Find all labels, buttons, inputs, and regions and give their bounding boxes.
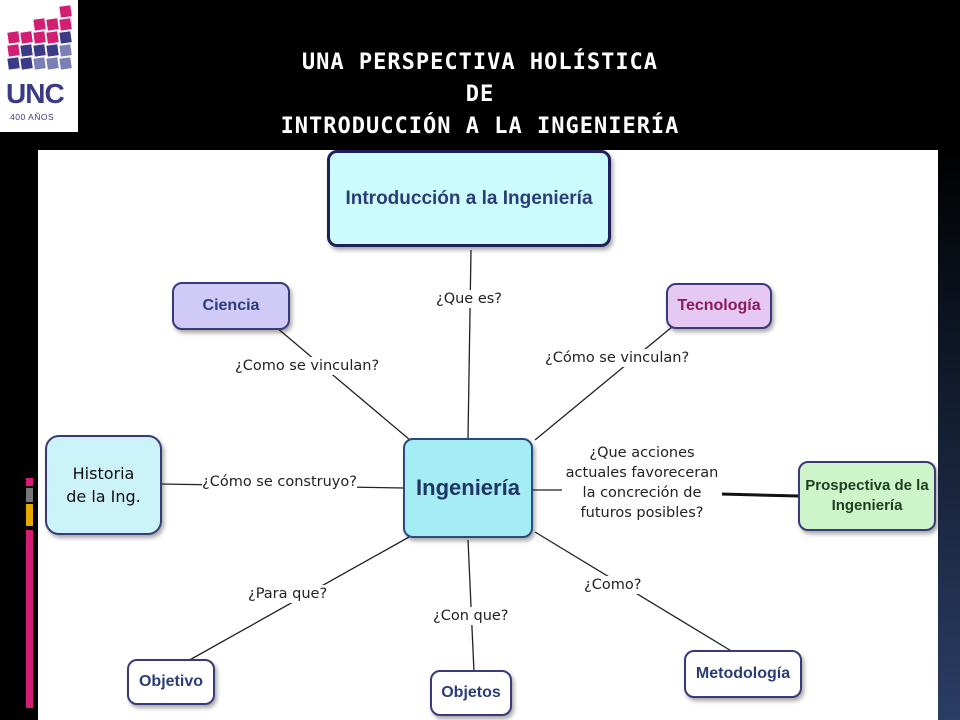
- logo-subtitle: 400 AÑOS: [10, 112, 55, 122]
- logo-square: [46, 18, 59, 31]
- logo-text: UNC: [6, 78, 65, 109]
- node-ingenieria-label: Ingeniería: [416, 475, 520, 500]
- logo-square: [46, 31, 59, 44]
- unc-logo-squares: [7, 5, 72, 70]
- slide-background-gradient: [938, 150, 960, 720]
- node-objetos: Objetos: [430, 670, 512, 716]
- node-ciencia-label: Ciencia: [202, 297, 260, 314]
- node-ingenieria: Ingeniería: [403, 438, 533, 538]
- node-objetivo: Objetivo: [127, 659, 215, 705]
- connector-prospectiva-b: [720, 492, 799, 498]
- title-line-2: DE: [465, 82, 495, 107]
- concept-map: Introducción a la Ingeniería Ciencia Tec…: [38, 150, 938, 720]
- logo-square: [46, 44, 59, 57]
- edge-label-como-se-construyo: ¿Cómo se construyo?: [202, 473, 357, 491]
- node-objetos-label: Objetos: [441, 684, 501, 701]
- unc-logo: UNC 400 AÑOS: [0, 0, 78, 132]
- logo-square: [7, 57, 20, 70]
- logo-square: [46, 57, 59, 70]
- logo-square: [59, 31, 72, 44]
- node-tecnologia-label: Tecnología: [677, 297, 761, 314]
- logo-square: [20, 31, 33, 44]
- logo-square: [33, 44, 46, 57]
- node-introduccion-label: Introducción a la Ingeniería: [345, 187, 593, 209]
- edge-label-que-acciones: ¿Que acciones actuales favoreceran la co…: [562, 443, 722, 523]
- edge-label-con-que: ¿Con que?: [433, 607, 509, 625]
- node-historia: Historia de la Ing.: [45, 435, 162, 535]
- connector-que-es: [467, 249, 472, 439]
- edge-label-como-se-vinculan-tecnologia: ¿Cómo se vinculan?: [545, 349, 690, 367]
- node-objetivo-label: Objetivo: [138, 673, 203, 690]
- accent-bar-gold: [26, 504, 33, 526]
- node-historia-label: Historia de la Ing.: [66, 464, 141, 506]
- connector-objetos: [467, 539, 475, 673]
- node-metodologia: Metodología: [684, 650, 802, 698]
- logo-square: [20, 44, 33, 57]
- edge-label-para-que: ¿Para que?: [248, 585, 328, 603]
- edge-label-que-es: ¿Que es?: [436, 290, 503, 308]
- accent-bar-gray: [26, 488, 33, 502]
- node-prospectiva-label: Prospectiva de la Ingeniería: [805, 477, 929, 514]
- accent-bar-long: [26, 530, 33, 708]
- node-metodologia-label: Metodología: [695, 665, 791, 682]
- logo-square: [33, 18, 46, 31]
- node-ciencia: Ciencia: [172, 282, 290, 330]
- edge-label-como: ¿Como?: [584, 576, 642, 594]
- logo-square: [59, 18, 72, 31]
- logo-square: [59, 5, 72, 18]
- connector-tecnologia: [534, 321, 679, 441]
- title-line-3: INTRODUCCIÓN A LA INGENIERÍA: [280, 114, 680, 139]
- edge-label-como-se-vinculan-ciencia: ¿Como se vinculan?: [235, 357, 380, 375]
- logo-square: [7, 31, 20, 44]
- logo-square: [33, 57, 46, 70]
- accent-bar-magenta: [26, 478, 33, 486]
- logo-square: [33, 31, 46, 44]
- node-tecnologia: Tecnología: [666, 283, 772, 329]
- logo-square: [59, 44, 72, 57]
- logo-square: [7, 44, 20, 57]
- node-introduccion: Introducción a la Ingeniería: [327, 150, 611, 247]
- logo-square: [20, 57, 33, 70]
- connector-ciencia: [269, 321, 411, 441]
- node-prospectiva: Prospectiva de la Ingeniería: [798, 461, 936, 531]
- logo-square: [59, 57, 72, 70]
- title-line-1: UNA PERSPECTIVA HOLÍSTICA: [301, 50, 659, 75]
